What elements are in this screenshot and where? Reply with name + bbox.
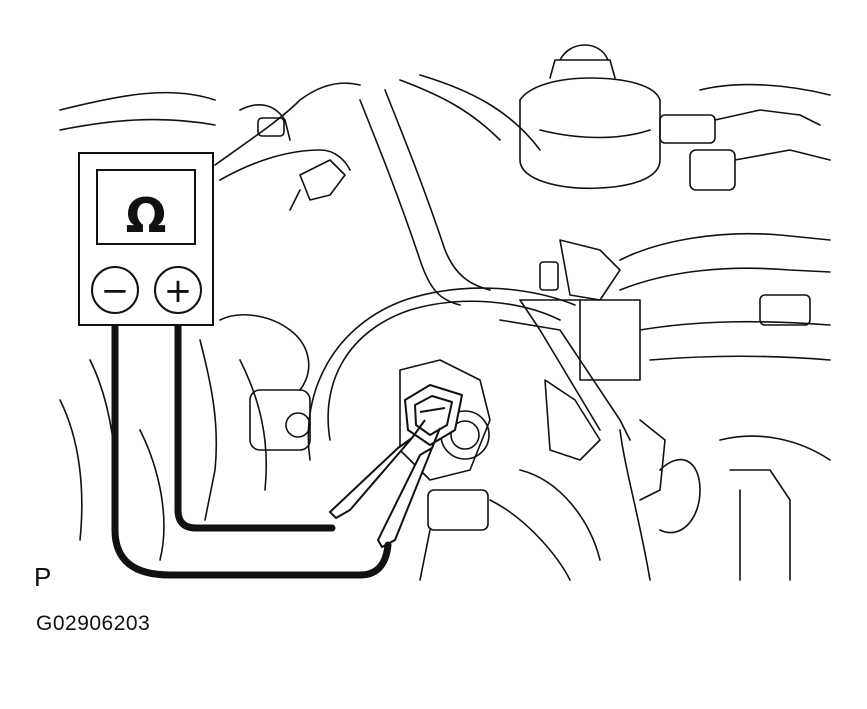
test-leads	[111, 321, 392, 579]
figure-code: G02906203	[36, 612, 151, 635]
positive-terminal	[154, 266, 202, 314]
negative-lead	[111, 321, 392, 579]
view-label: P	[34, 562, 52, 592]
negative-terminal	[91, 266, 139, 314]
ohm-symbol: Ω	[126, 188, 167, 244]
ohmmeter: Ω − +	[78, 152, 214, 326]
negative-terminal-symbol: −	[101, 271, 130, 311]
tester-probe-positive	[328, 419, 426, 520]
ohmmeter-display	[96, 169, 196, 245]
sensor-connector	[404, 384, 463, 446]
positive-terminal-symbol: +	[164, 271, 193, 311]
positive-lead	[174, 321, 336, 532]
